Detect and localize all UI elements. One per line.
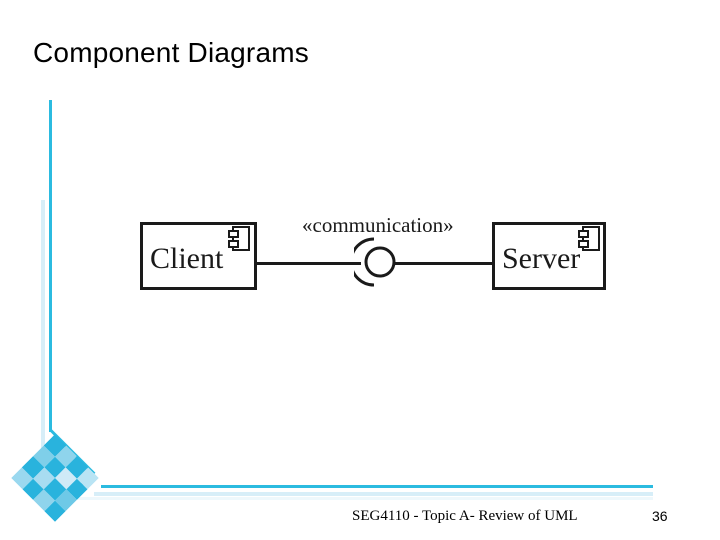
connector-line-right — [394, 262, 492, 265]
decor-horizontal-line-accent — [101, 485, 653, 488]
page-title: Component Diagrams — [33, 37, 309, 68]
decor-vertical-line-accent — [49, 100, 52, 432]
connector-line-left — [257, 262, 361, 265]
uml-component-icon — [228, 226, 250, 252]
decor-horizontal-line-faint — [94, 492, 653, 496]
footer-course-label: SEG4110 - Topic A- Review of UML — [352, 508, 578, 524]
assembly-connector-ball-and-socket[interactable] — [349, 237, 402, 292]
uml-component-icon — [578, 226, 600, 252]
component-label-client: Client — [150, 242, 224, 275]
component-label-server: Server — [502, 242, 581, 275]
decor-vertical-line-faint — [41, 200, 45, 458]
decor-horizontal-line-faintest — [76, 497, 653, 500]
page-number: 36 — [652, 508, 668, 524]
connector-stereotype-label: «communication» — [302, 213, 454, 237]
